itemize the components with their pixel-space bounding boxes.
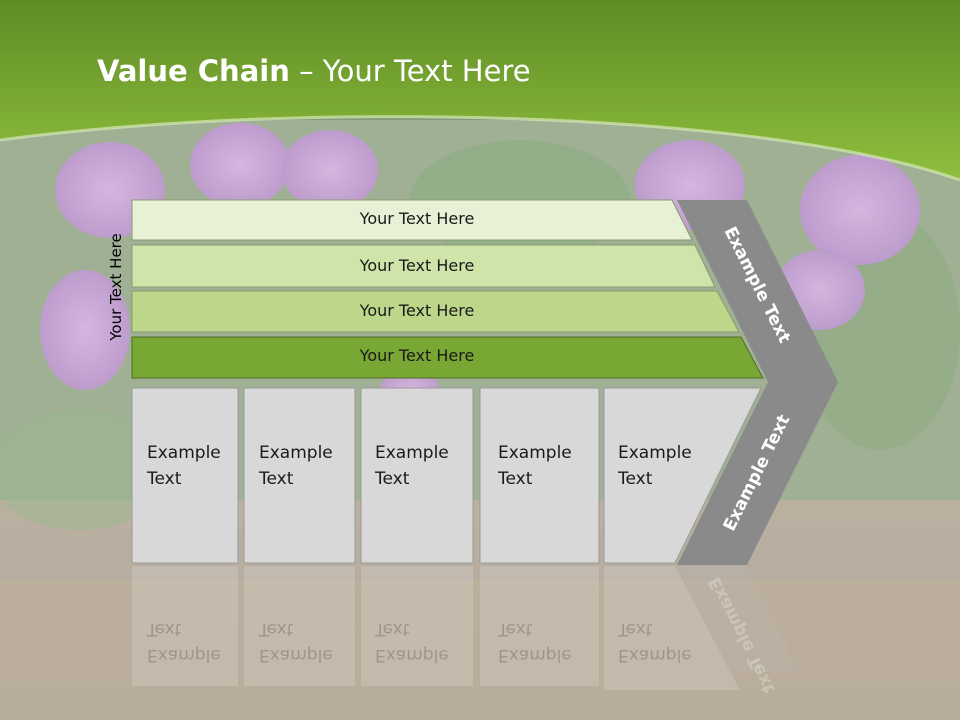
row-label-1: Your Text Here — [359, 209, 475, 228]
box-2-reflection-line2: Text — [259, 619, 294, 639]
box-reflection-5: Example Text — [618, 616, 692, 668]
title-rest: – Your Text Here — [289, 54, 531, 88]
box-5-line1: Example — [618, 443, 692, 463]
box-4-reflection-line1: Example — [498, 645, 572, 665]
chevron-arrow — [677, 200, 838, 565]
box-shape-1 — [131, 387, 239, 564]
box-reflection-2: Example Text — [259, 616, 333, 668]
box-3-line2: Text — [375, 469, 410, 489]
box-1-line1: Example — [147, 443, 221, 463]
reflection — [132, 566, 800, 690]
box-reflection-1: Example Text — [147, 616, 221, 668]
box-shape-3 — [360, 387, 474, 564]
box-2-line1: Example — [259, 443, 333, 463]
box-reflection-3: Example Text — [375, 616, 449, 668]
box-3-line1: Example — [375, 443, 449, 463]
row-label-4: Your Text Here — [359, 346, 475, 365]
box-4-line2: Text — [498, 469, 533, 489]
title-bold: Value Chain — [97, 54, 290, 88]
box-1-reflection-line2: Text — [147, 619, 182, 639]
box-shape-4 — [479, 387, 600, 564]
box-1-line2: Text — [147, 469, 182, 489]
box-4-line1: Example — [498, 443, 572, 463]
box-4-reflection-line2: Text — [498, 619, 533, 639]
header-band — [0, 0, 960, 180]
box-shape-2 — [243, 387, 356, 564]
row-label-3: Your Text Here — [359, 301, 475, 320]
row-label-2: Your Text Here — [359, 256, 475, 275]
row-shape-1 — [131, 199, 693, 241]
box-3-reflection-line2: Text — [375, 619, 410, 639]
box-5-reflection-line2: Text — [618, 619, 653, 639]
row-shape-2 — [131, 244, 716, 288]
box-1-reflection-line1: Example — [147, 645, 221, 665]
row-shape-4 — [131, 336, 764, 379]
box-5-line2: Text — [618, 469, 653, 489]
box-5-reflection-line1: Example — [618, 645, 692, 665]
slide-title: Value Chain – Your Text Here — [97, 54, 531, 88]
row-shape-3 — [131, 290, 740, 333]
box-3-reflection-line1: Example — [375, 645, 449, 665]
box-2-line2: Text — [259, 469, 294, 489]
box-shape-5 — [603, 387, 762, 564]
box-2-reflection-line1: Example — [259, 645, 333, 665]
box-reflection-4: Example Text — [498, 616, 572, 668]
